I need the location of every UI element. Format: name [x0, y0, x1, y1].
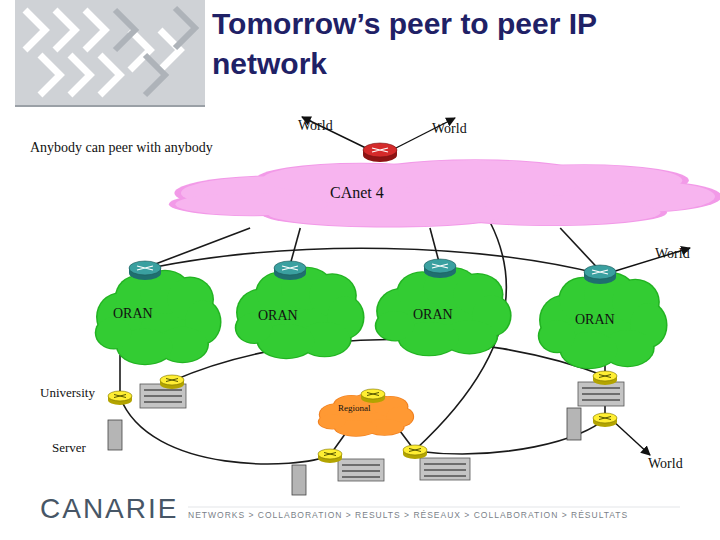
header-rule [15, 105, 205, 107]
link-line [172, 339, 605, 381]
network-links [120, 222, 605, 464]
building-body [338, 459, 384, 481]
header-logo [15, 0, 205, 106]
building-body [420, 458, 470, 480]
cloud-label: Regional [338, 404, 371, 414]
link-line [415, 418, 605, 454]
network-link [560, 228, 599, 270]
office-building [338, 459, 384, 481]
building-windows [424, 464, 466, 476]
cloud-label: CAnet 4 [330, 184, 384, 202]
cloud-label: ORAN [258, 308, 298, 323]
router-symbol [403, 445, 427, 459]
world-label: World [298, 118, 333, 133]
server-tower [108, 420, 122, 450]
link-line [119, 355, 121, 394]
router-symbol [318, 449, 342, 463]
oran-cloud: ORAN [538, 270, 666, 370]
network-link [290, 228, 300, 265]
router-symbol [363, 143, 397, 162]
oran-cloud: ORAN [95, 268, 220, 366]
oran-cloud: ORAN [235, 265, 363, 360]
servers [108, 408, 581, 495]
regional-cloud: Regional [318, 392, 413, 437]
building-windows [144, 390, 182, 402]
chevron-pattern [25, 10, 180, 95]
world-label: World [655, 246, 690, 261]
world-arrow [612, 248, 690, 272]
cloud-fill [175, 193, 328, 215]
buildings [140, 382, 624, 481]
network-link [430, 228, 440, 265]
slide-title: Tomorrow’s peer to peer IP network [212, 4, 682, 84]
header-panel [15, 0, 205, 105]
building-body [140, 384, 186, 408]
cloud-shape [170, 158, 715, 228]
router-symbol [593, 371, 617, 385]
link-line [120, 397, 330, 464]
office-building [578, 382, 624, 406]
office-building [420, 458, 470, 480]
office-building [140, 384, 186, 408]
router-symbol [593, 413, 617, 427]
note-text: Anybody can peer with anybody [30, 140, 213, 155]
world-arrow [612, 420, 650, 455]
world-arrow [392, 118, 455, 150]
cloud-fill [96, 317, 131, 348]
building-body [578, 382, 624, 406]
server-tower [292, 465, 306, 495]
cloud-fill [376, 311, 414, 340]
router-symbol [108, 391, 132, 405]
building-windows [582, 388, 620, 400]
building-windows [342, 465, 380, 477]
cloud-fill [319, 415, 346, 429]
chevron-pattern [115, 8, 195, 95]
logo-text: CANARIE [40, 494, 178, 525]
world-arrow [302, 117, 370, 150]
cloud-fill [539, 320, 575, 352]
footer-logo-mark [188, 507, 680, 508]
cloud-label: ORAN [413, 307, 453, 322]
oran-cloud: ORAN [375, 265, 510, 357]
server-tower [567, 408, 581, 440]
cloud-label: ORAN [575, 312, 615, 327]
cloud-shape [318, 392, 413, 437]
world-label: World [432, 121, 467, 136]
world-label: World [648, 456, 683, 471]
backbone-cloud: CAnet 4 [170, 158, 715, 228]
link-line [604, 360, 606, 416]
network-link [145, 228, 250, 268]
university-label: University [40, 386, 95, 400]
cloud-label: ORAN [113, 306, 153, 321]
cloud-shape [235, 265, 363, 360]
server-label: Server [52, 441, 86, 455]
footer-rule [188, 507, 680, 508]
tagline: NETWORKS > COLLABORATION > RESULTS > RÉS… [188, 511, 628, 520]
link-line [150, 248, 600, 274]
router-symbol [160, 375, 184, 389]
